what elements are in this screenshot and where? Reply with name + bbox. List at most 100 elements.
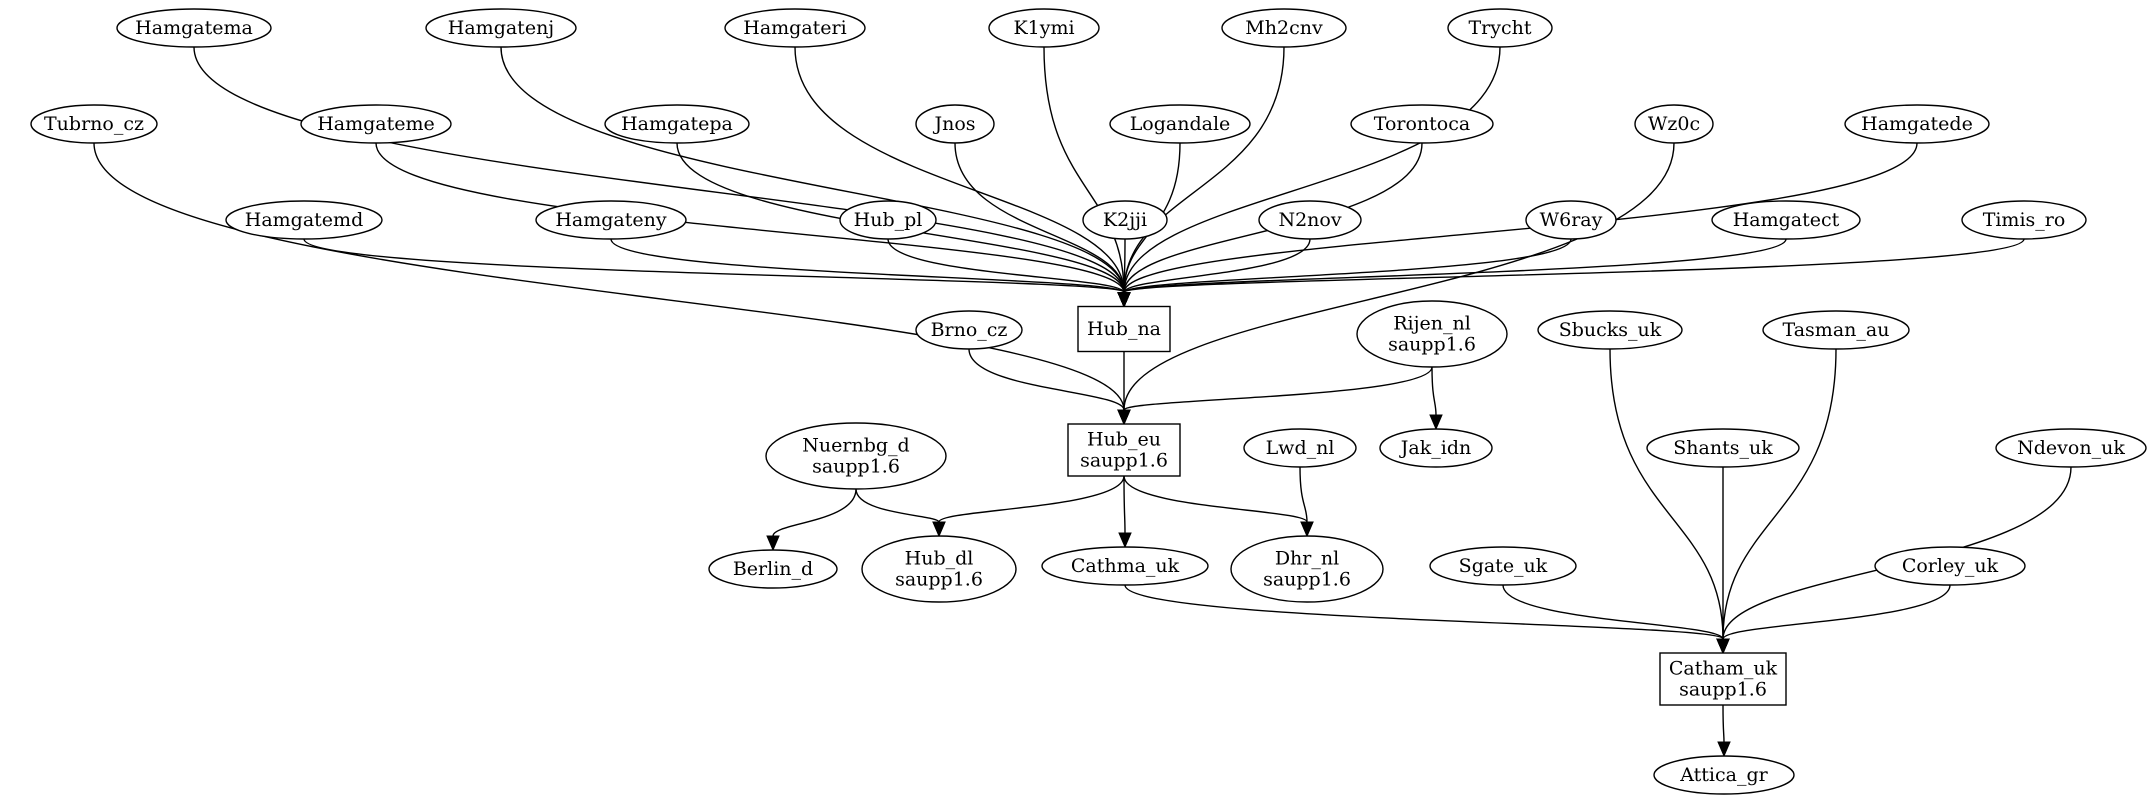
edge-line bbox=[938, 475, 1125, 523]
node-ellipse bbox=[1243, 428, 1357, 468]
edge-mh2cnv-to-hub-na bbox=[1117, 46, 1285, 308]
edge-line bbox=[1123, 238, 1126, 293]
node-wz0c: Wz0c bbox=[1634, 104, 1714, 144]
edge-line bbox=[1123, 142, 1918, 293]
edge-line bbox=[855, 488, 940, 523]
node-brno-cz: Brno_cz bbox=[915, 310, 1023, 350]
node-ellipse bbox=[1711, 200, 1861, 240]
edge-line bbox=[1123, 46, 1501, 293]
node-label: Sbucks_uk bbox=[1559, 319, 1662, 341]
edge-line bbox=[193, 46, 1125, 293]
node-ellipse bbox=[30, 104, 158, 144]
node-box bbox=[1077, 305, 1171, 353]
edges-layer bbox=[93, 46, 2072, 758]
node-hamgatenj: Hamgatenj bbox=[425, 8, 577, 48]
node-k1ymi: K1ymi bbox=[988, 8, 1100, 48]
node-label: Tubrno_cz bbox=[44, 113, 144, 135]
node-ellipse bbox=[1874, 546, 2026, 586]
node-ellipse bbox=[915, 104, 995, 144]
edge-line bbox=[1722, 348, 1837, 640]
node-ellipse bbox=[915, 310, 1023, 350]
node-label: Hamgatenj bbox=[448, 17, 554, 39]
arrowhead-icon bbox=[1429, 414, 1443, 431]
node-ellipse bbox=[1447, 8, 1553, 48]
node-label: saupp1.6 bbox=[895, 569, 983, 591]
node-ellipse bbox=[425, 8, 577, 48]
node-lwd-nl: Lwd_nl bbox=[1243, 428, 1357, 468]
node-sbucks-uk: Sbucks_uk bbox=[1537, 310, 1683, 350]
edge-corley-uk-to-catham-uk bbox=[1716, 584, 1951, 655]
edge-line bbox=[1123, 475, 1308, 523]
node-trycht: Trycht bbox=[1447, 8, 1553, 48]
node-k2jji: K2jji bbox=[1082, 200, 1168, 240]
node-label: saupp1.6 bbox=[1679, 679, 1767, 701]
node-label: Hamgatect bbox=[1733, 209, 1840, 231]
edge-line bbox=[1123, 238, 1311, 293]
node-ellipse bbox=[300, 104, 452, 144]
edge-nuernbg-d-to-hub-dl bbox=[855, 488, 946, 538]
node-label: Wz0c bbox=[1648, 113, 1700, 135]
node-label: saupp1.6 bbox=[812, 456, 900, 478]
edge-w6ray-to-hub-na bbox=[1117, 238, 1572, 308]
node-ndevon-uk: Ndevon_uk bbox=[1995, 428, 2147, 468]
node-ellipse bbox=[1221, 8, 1347, 48]
node-ellipse bbox=[1525, 200, 1617, 240]
node-cathma-uk: Cathma_uk bbox=[1041, 546, 1209, 586]
node-label: Hamgatema bbox=[135, 17, 253, 39]
edge-line bbox=[1502, 584, 1724, 640]
edge-line bbox=[1299, 466, 1308, 523]
node-ellipse bbox=[535, 200, 687, 240]
arrowhead-icon bbox=[1118, 532, 1132, 549]
node-label: Hamgatepa bbox=[621, 113, 733, 135]
node-label: Sgate_uk bbox=[1459, 555, 1548, 577]
node-ellipse bbox=[1762, 310, 1910, 350]
node-berlin-d: Berlin_d bbox=[708, 549, 838, 589]
node-label: saupp1.6 bbox=[1080, 450, 1168, 472]
node-hamgateri: Hamgateri bbox=[724, 8, 866, 48]
node-label: Logandale bbox=[1130, 113, 1231, 135]
node-hamgateme: Hamgateme bbox=[300, 104, 452, 144]
node-ellipse bbox=[1844, 104, 1990, 144]
arrowhead-icon bbox=[1716, 638, 1730, 655]
node-ellipse bbox=[708, 549, 838, 589]
node-label: N2nov bbox=[1278, 209, 1341, 231]
edge-rijen-nl-to-jak-idn bbox=[1429, 366, 1443, 431]
node-label: Torontoca bbox=[1374, 113, 1470, 135]
node-label: Nuernbg_d bbox=[802, 435, 909, 457]
node-label: Hamgateme bbox=[317, 113, 435, 135]
arrowhead-icon bbox=[1117, 409, 1131, 426]
arrowhead-icon bbox=[766, 535, 780, 552]
node-label: Ndevon_uk bbox=[2017, 437, 2125, 459]
node-ellipse bbox=[1258, 200, 1362, 240]
edge-line bbox=[1123, 46, 1285, 293]
node-label: W6ray bbox=[1540, 209, 1603, 231]
edge-line bbox=[1123, 238, 2025, 294]
edge-line bbox=[1123, 366, 1433, 411]
arrowhead-icon bbox=[1117, 292, 1131, 308]
arrowhead-icon bbox=[1300, 521, 1314, 538]
node-label: Tasman_au bbox=[1783, 319, 1890, 341]
node-ellipse bbox=[724, 8, 866, 48]
node-corley-uk: Corley_uk bbox=[1874, 546, 2026, 586]
edge-hub-eu-to-hub-dl bbox=[932, 475, 1125, 538]
node-timis-ro: Timis_ro bbox=[1961, 200, 2087, 240]
node-ellipse bbox=[1350, 104, 1494, 144]
node-label: Attica_gr bbox=[1679, 764, 1768, 786]
node-ellipse bbox=[1995, 428, 2147, 468]
node-label: saupp1.6 bbox=[1388, 334, 1476, 356]
node-hamgateny: Hamgateny bbox=[535, 200, 687, 240]
edge-sgate-uk-to-catham-uk bbox=[1502, 584, 1730, 655]
node-label: Hamgatede bbox=[1861, 113, 1973, 135]
node-ellipse bbox=[1041, 546, 1209, 586]
edge-line bbox=[93, 142, 1125, 411]
edge-line bbox=[1722, 704, 1725, 743]
node-label: Corley_uk bbox=[1902, 555, 1999, 577]
node-torontoca: Torontoca bbox=[1350, 104, 1494, 144]
node-label: Hamgateny bbox=[555, 209, 667, 231]
edge-lwd-nl-to-dhr-nl bbox=[1299, 466, 1314, 538]
edge-cathma-uk-to-catham-uk bbox=[1124, 584, 1730, 655]
node-attica-gr: Attica_gr bbox=[1653, 755, 1795, 795]
node-label: Dhr_nl bbox=[1275, 548, 1339, 570]
edge-catham-uk-to-attica-gr bbox=[1717, 704, 1731, 758]
edge-timis-ro-to-hub-na bbox=[1117, 238, 2025, 308]
